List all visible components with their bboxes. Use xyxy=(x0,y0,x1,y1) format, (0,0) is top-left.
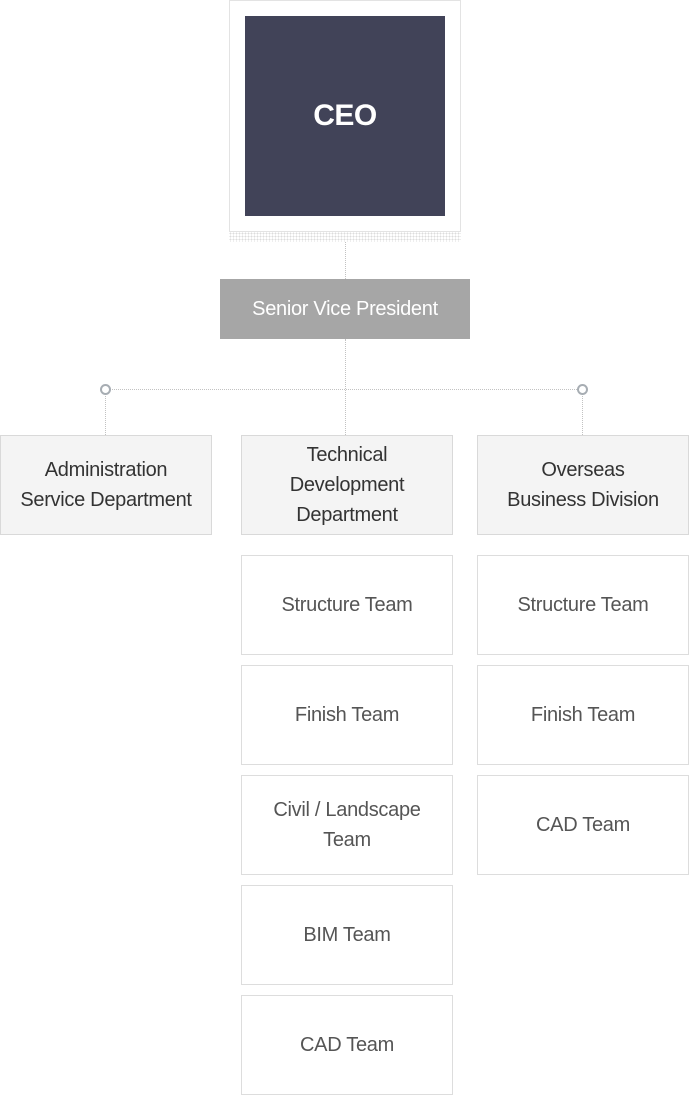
branch-left-connector xyxy=(105,390,106,435)
department-technical-development: Technical Development Department xyxy=(241,435,453,535)
team-box: Civil / Landscape Team xyxy=(241,775,453,875)
ceo-shadow xyxy=(229,232,461,242)
senior-vice-president-box: Senior Vice President xyxy=(220,279,470,339)
branch-right-node-icon xyxy=(577,384,588,395)
ceo-to-svp-connector xyxy=(345,242,346,279)
department-name-line: Service Department xyxy=(20,489,192,511)
branch-left-node-icon xyxy=(100,384,111,395)
ceo-box: CEO xyxy=(245,16,445,216)
department-name-line: Technical xyxy=(306,444,388,466)
team-label: Finish Team xyxy=(294,704,400,726)
team-box: CAD Team xyxy=(241,995,453,1095)
department-administration-service: Administration Service Department xyxy=(0,435,212,535)
team-label: Structure Team xyxy=(281,594,413,616)
svp-to-branches-connector xyxy=(345,339,346,435)
team-label: Finish Team xyxy=(530,704,636,726)
team-box: Structure Team xyxy=(241,555,453,655)
department-name-line: Development xyxy=(289,474,405,496)
team-box: Finish Team xyxy=(241,665,453,765)
team-label: Civil / Landscape Team xyxy=(273,799,421,851)
department-name-line: Department xyxy=(296,504,398,526)
team-label: CAD Team xyxy=(300,1034,394,1056)
department-name-line: Administration xyxy=(44,459,168,481)
team-label: BIM Team xyxy=(303,924,391,946)
senior-vice-president-label: Senior Vice President xyxy=(252,297,438,320)
ceo-label: CEO xyxy=(313,99,377,132)
branch-right-connector xyxy=(582,390,583,435)
branch-horizontal-connector xyxy=(106,389,583,390)
team-box: Structure Team xyxy=(477,555,689,655)
department-overseas-business: Overseas Business Division xyxy=(477,435,689,535)
team-label: CAD Team xyxy=(536,814,630,836)
team-label: Structure Team xyxy=(517,594,649,616)
department-name-line: Overseas xyxy=(541,459,625,481)
team-box: BIM Team xyxy=(241,885,453,985)
department-name-line: Business Division xyxy=(507,489,659,511)
team-box: Finish Team xyxy=(477,665,689,765)
team-box: CAD Team xyxy=(477,775,689,875)
